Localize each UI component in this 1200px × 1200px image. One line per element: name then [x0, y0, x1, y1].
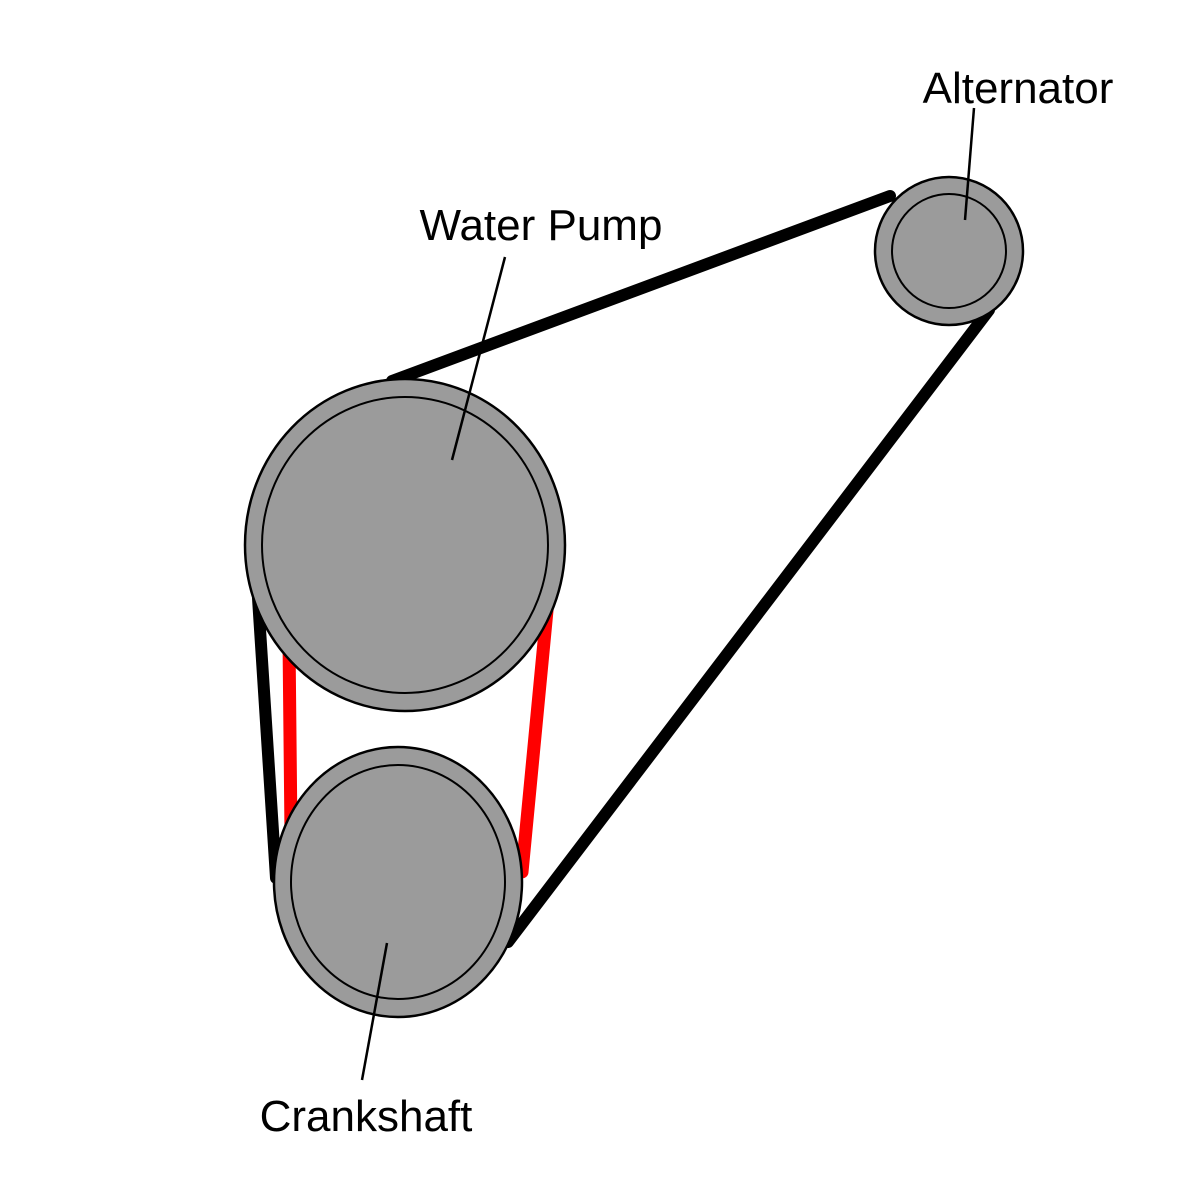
crankshaft-label: Crankshaft — [260, 1092, 473, 1141]
alternator-pulley-hub — [891, 193, 1007, 309]
alternator-label: Alternator — [923, 64, 1114, 113]
water-pump-pulley — [243, 377, 567, 713]
inner-belt-right-run — [515, 593, 555, 879]
outer-belt-right-run — [502, 304, 995, 948]
crankshaft-pulley-hub — [290, 764, 506, 1000]
outer-belt — [252, 190, 995, 948]
alternator-pulley — [873, 175, 1025, 327]
crankshaft-leader-line — [360, 942, 389, 1081]
water-pump-pulley-hub — [261, 396, 549, 694]
alternator-leader-line — [963, 107, 976, 221]
inner-belt — [282, 593, 555, 879]
crankshaft-pulley — [272, 745, 524, 1019]
water-pump-leader-line — [450, 256, 507, 461]
inner-belt-left-run — [282, 633, 298, 842]
outer-belt-left-run — [252, 592, 282, 884]
water-pump-label: Water Pump — [420, 201, 663, 250]
outer-belt-top-run — [386, 190, 896, 387]
